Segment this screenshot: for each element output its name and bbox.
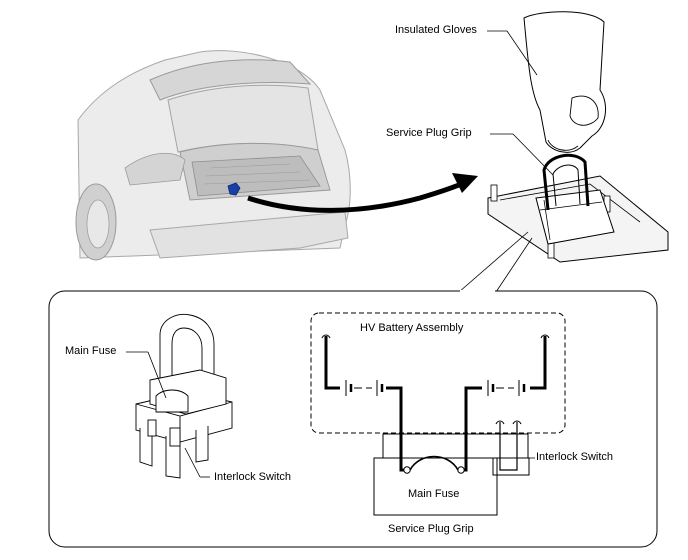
battery-cell-icon — [345, 380, 384, 396]
interlock-switch-right-label: Interlock Switch — [536, 451, 613, 463]
main-fuse-left-label: Main Fuse — [65, 345, 116, 357]
service-plug-grip-isometric — [135, 313, 233, 479]
insulated-gloves-label: Insulated Gloves — [395, 24, 477, 36]
service-plug-location-marker — [227, 182, 241, 196]
service-plug-grip-top-label: Service Plug Grip — [386, 127, 472, 139]
car-rear-illustration — [75, 50, 351, 261]
service-plug-grip-box — [373, 457, 498, 516]
fuse-icon — [403, 455, 465, 474]
battery-cell-icon — [487, 380, 526, 396]
curved-arrow-icon — [247, 179, 468, 213]
main-fuse-schematic-label: Main Fuse — [408, 488, 459, 500]
arrow-head-icon — [452, 173, 478, 193]
interlock-switch-left-label: Interlock Switch — [214, 471, 291, 483]
service-plug-removal-illustration — [487, 11, 669, 263]
hv-battery-assembly-label: HV Battery Assembly — [360, 322, 464, 334]
service-plug-grip-bottom-label: Service Plug Grip — [388, 523, 474, 535]
hv-battery-schematic: HV Battery Assembly — [310, 312, 613, 535]
detail-box — [48, 290, 658, 548]
